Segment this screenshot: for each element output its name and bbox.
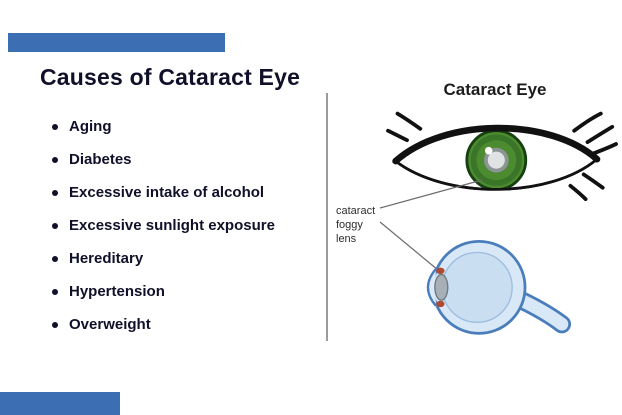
upper-eyelid (392, 124, 601, 165)
cataract-eye-illustration: cataract foggy lens (336, 111, 618, 335)
causes-list: Aging Diabetes Excessive intake of alcoh… (52, 110, 275, 341)
bullet-dot (52, 288, 58, 295)
cause-label: Hereditary (69, 250, 144, 267)
page-title: Causes of Cataract Eye (40, 64, 301, 90)
eye-front-view (386, 111, 618, 202)
top-accent-bar (8, 33, 225, 52)
eyeball-cross-section (426, 239, 572, 335)
bullet-dot (52, 156, 58, 163)
bullet-dot (52, 255, 58, 262)
cause-label: Overweight (69, 316, 151, 333)
bullet-dot (52, 189, 58, 196)
cataract-cloudy-lens (487, 151, 505, 169)
figure-title: Cataract Eye (443, 80, 547, 99)
bottom-accent-bar (0, 392, 120, 415)
list-item: Excessive sunlight exposure (52, 209, 275, 242)
cornea (426, 268, 437, 307)
eye-highlight (484, 146, 493, 155)
cause-label: Hypertension (69, 283, 165, 300)
bullet-dot (52, 321, 58, 328)
list-item: Diabetes (52, 143, 275, 176)
list-item: Overweight (52, 308, 275, 341)
callout-line: lens (336, 233, 357, 245)
callout-line: foggy (336, 219, 363, 231)
cause-label: Excessive intake of alcohol (69, 184, 265, 201)
iris-texture (470, 134, 522, 186)
bullet-dot (52, 123, 58, 130)
cause-label: Aging (69, 118, 112, 135)
foggy-lens (434, 273, 449, 301)
bullet-dot (52, 222, 58, 229)
list-item: Hypertension (52, 275, 275, 308)
ciliary-body-bottom (436, 300, 445, 308)
cause-label: Excessive sunlight exposure (69, 217, 275, 234)
optic-nerve (514, 293, 569, 331)
lower-eyelid (394, 158, 599, 191)
list-item: Excessive intake of alcohol (52, 176, 275, 209)
figure-panel: Cataract Eye (330, 80, 622, 376)
list-item: Hereditary (52, 242, 275, 275)
vitreous-body (441, 251, 513, 324)
ciliary-body-top (436, 267, 445, 275)
eyelashes-icon (386, 111, 618, 202)
list-item: Aging (52, 110, 275, 143)
cause-label: Diabetes (69, 151, 132, 168)
callout-connector-to-lens (379, 221, 439, 271)
callout-connector-to-pupil (379, 179, 483, 209)
callout-label: cataract foggy lens (336, 179, 483, 271)
vertical-divider (326, 93, 328, 341)
callout-line: cataract (336, 205, 375, 217)
